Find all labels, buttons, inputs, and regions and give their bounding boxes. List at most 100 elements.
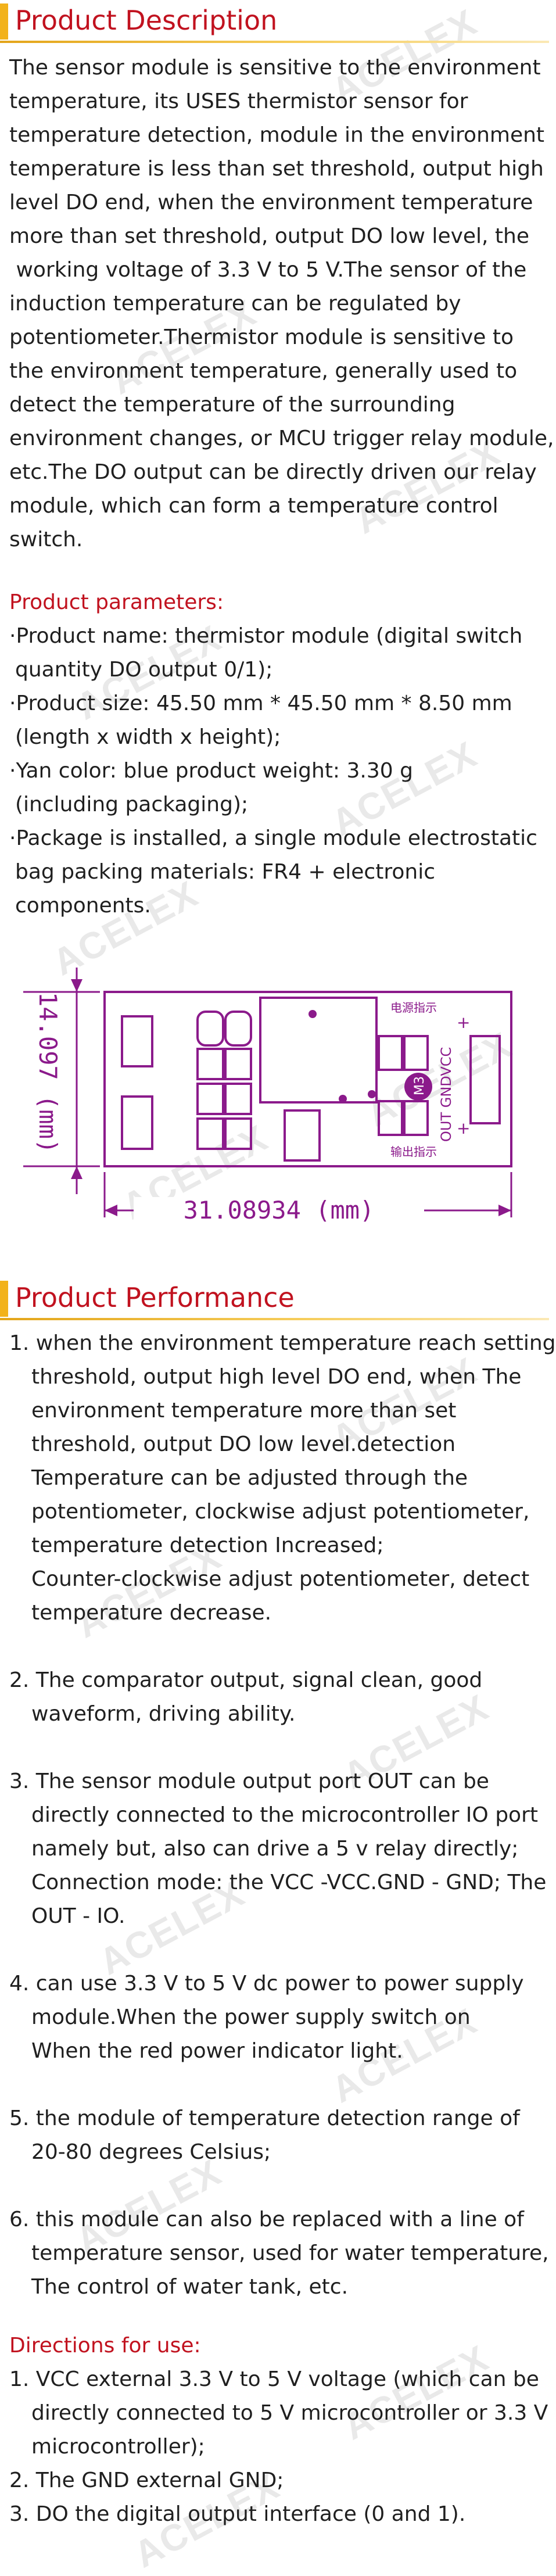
performance-item-line: Counter-clockwise adjust potentiometer, … [31, 1567, 530, 1591]
led-power [378, 1035, 403, 1071]
performance-item: 6. this module can also be replaced with… [9, 2203, 549, 2304]
performance-item-line: Connection mode: the VCC -VCC.GND - GND;… [31, 1871, 547, 1894]
resistor-7 [196, 1117, 224, 1150]
arrow-left [105, 1205, 117, 1216]
performance-item-line: temperature decrease. [31, 1601, 272, 1625]
dimension-diagram: 14.097 (mm) 31.08934 (mm) 电源指示 输出指示 OUT … [23, 968, 512, 1224]
description-line: The sensor module is sensitive to the en… [9, 56, 541, 80]
directions-title: Directions for use: [9, 2334, 201, 2358]
header-rule [0, 1318, 549, 1320]
performance-item-line: Temperature can be adjusted through the [31, 1466, 468, 1490]
direction-item-line: 1. VCC external 3.3 V to 5 V voltage (wh… [9, 2367, 539, 2391]
resistor-2 [224, 1011, 252, 1047]
performance-item-line: temperature detection Increased; [31, 1534, 384, 1557]
chip-label: M3 [412, 1076, 427, 1095]
parameters-title: Product parameters: [9, 590, 224, 614]
performance-item-line: 5. the module of temperature detection r… [9, 2106, 520, 2130]
performance-item-line: waveform, driving ability. [31, 1702, 296, 1726]
arrow-right [498, 1205, 511, 1216]
plus-sign-bottom: + [457, 1119, 470, 1138]
parameter-item-line: bag packing materials: FR4 + electronic [15, 860, 435, 884]
description-line: module, which can form a temperature con… [9, 494, 498, 518]
chip-notch [297, 1119, 307, 1123]
description-line: detect the temperature of the surroundin… [9, 393, 455, 417]
resistor-3 [196, 1048, 224, 1080]
potentiometer [259, 997, 378, 1104]
description-line: potentiometer.Thermistor module is sensi… [9, 325, 514, 349]
performance-item-line: 2. The comparator output, signal clean, … [9, 1668, 483, 1692]
description-line: more than set threshold, output DO low l… [9, 224, 530, 248]
parameter-item-line: ·Package is installed, a single module e… [9, 826, 537, 850]
direction-item: 3. DO the digital output interface (0 an… [9, 2498, 544, 2531]
parameter-item-line: ·Product name: thermistor module (digita… [9, 624, 523, 648]
arrow-bottom [71, 1166, 82, 1179]
description-line: temperature, its USES thermistor sensor … [9, 89, 468, 113]
description-line: the environment temperature, generally u… [9, 359, 518, 383]
description-body: The sensor module is sensitive to the en… [9, 51, 554, 557]
parameter-item-line: (including packaging); [15, 793, 249, 816]
performance-item: 3. The sensor module output port OUT can… [9, 1765, 547, 1933]
performance-item-line: temperature sensor, used for water tempe… [31, 2241, 549, 2265]
performance-item-line: namely but, also can drive a 5 v relay d… [31, 1837, 519, 1861]
performance-item-line: module.When the power supply switch on [31, 2005, 471, 2029]
pad-top-left [121, 1015, 153, 1067]
parameters-list: ·Product name: thermistor module (digita… [9, 619, 541, 923]
resistor-8 [224, 1117, 252, 1150]
chip-badge [404, 1073, 432, 1101]
performance-item-line: potentiometer, clockwise adjust potentio… [31, 1500, 530, 1524]
resistor-6 [224, 1083, 252, 1115]
header-accent-bar [0, 3, 8, 40]
performance-item-line: 6. this module can also be replaced with… [9, 2208, 524, 2231]
performance-item-line: The control of water tank, etc. [31, 2275, 349, 2299]
parameter-item: ·Package is installed, a single module e… [9, 822, 541, 923]
via-dot [339, 1095, 347, 1103]
performance-item-line: environment temperature more than set [31, 1399, 457, 1423]
description-line: working voltage of 3.3 V to 5 V.The sens… [9, 258, 527, 282]
parameter-item: ·Product size: 45.50 mm * 45.50 mm * 8.5… [9, 687, 541, 754]
led-power-resistor [403, 1035, 429, 1071]
direction-item-line: microcontroller); [31, 2435, 205, 2459]
parameter-item-line: quantity DO output 0/1); [15, 658, 273, 682]
performance-item-line: 4. can use 3.3 V to 5 V dc power to powe… [9, 1972, 524, 1995]
resistor-4 [224, 1048, 252, 1080]
led-output-resistor [403, 1100, 429, 1136]
width-label-bg [134, 1197, 424, 1224]
description-line: induction temperature can be regulated b… [9, 292, 461, 316]
resistor-5 [196, 1083, 224, 1115]
direction-item: 2. The GND external GND; [9, 2464, 544, 2498]
performance-item-line: 3. The sensor module output port OUT can… [9, 1769, 489, 1793]
performance-item-line: threshold, output high level DO end, whe… [31, 1365, 522, 1389]
performance-item-line: 1. when the environment temperature reac… [9, 1331, 556, 1355]
board-outline [103, 991, 512, 1167]
direction-item-line: directly connected to 5 V microcontrolle… [31, 2401, 548, 2425]
pin-header [469, 1035, 501, 1124]
via-dot [309, 1010, 317, 1018]
description-line: switch. [9, 528, 83, 551]
parameter-item-line: ·Yan color: blue product weight: 3.30 g [9, 759, 413, 783]
performance-item: 4. can use 3.3 V to 5 V dc power to powe… [9, 1967, 544, 2068]
description-header: Product Description [0, 0, 549, 43]
power-indicator-label: 电源指示 [390, 1001, 437, 1015]
directions-list: 1. VCC external 3.3 V to 5 V voltage (wh… [9, 2363, 548, 2531]
pad-bottom-left [121, 1095, 153, 1150]
direction-item-line: 3. DO the digital output interface (0 an… [9, 2502, 466, 2526]
header-accent-bar [0, 1281, 8, 1317]
description-line: environment changes, or MCU trigger rela… [9, 427, 554, 450]
comparator-chip [284, 1109, 321, 1162]
direction-item-line: 2. The GND external GND; [9, 2468, 284, 2492]
resistor-1 [196, 1011, 224, 1047]
description-line: temperature detection, module in the env… [9, 123, 545, 147]
led-output [378, 1100, 403, 1136]
output-indicator-label: 输出指示 [390, 1145, 437, 1159]
width-label: 31.08934 (mm) [184, 1196, 375, 1224]
performance-item-line: OUT - IO. [31, 1904, 125, 1928]
performance-item: 1. when the environment temperature reac… [9, 1327, 556, 1630]
description-line: etc.The DO output can be directly driven… [9, 460, 537, 484]
description-title: Product Description [15, 5, 278, 36]
pin-label: OUT GNDVCC [438, 1047, 454, 1142]
performance-item: 2. The comparator output, signal clean, … [9, 1664, 544, 1731]
header-rule [0, 41, 549, 43]
performance-item: 5. the module of temperature detection r… [9, 2102, 544, 2169]
description-line: temperature is less than set threshold, … [9, 157, 544, 181]
parameter-item: ·Yan color: blue product weight: 3.30 g (… [9, 754, 541, 822]
